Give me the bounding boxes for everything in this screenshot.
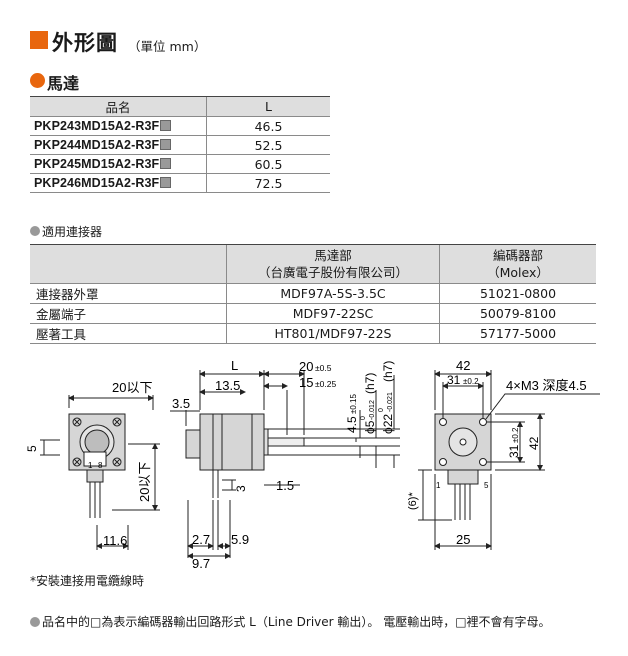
motor-body	[199, 413, 265, 471]
length-value: 72.5	[206, 173, 330, 193]
table-row: 金屬端子 MDF97-22SC 50079-8100	[30, 303, 596, 324]
dim-20: 20	[299, 359, 313, 374]
table-row: PKP246MD15A2-R3F 72.5	[30, 173, 330, 193]
motor-part: MDF97-22SC	[226, 303, 440, 324]
row-label: 連接器外罩	[30, 283, 227, 304]
table-header-row: 馬達部 （台廣電子股份有限公司） 編碼器部 （Molex）	[30, 244, 596, 284]
dim-42: 42	[456, 358, 470, 373]
placeholder-square-icon	[160, 177, 172, 188]
tol-15: ±0.25	[315, 379, 336, 389]
dim-3: 3	[234, 485, 248, 492]
tol-phi5-bottom: -0.012	[369, 400, 376, 420]
dim-11-6: 11.6	[103, 533, 127, 548]
dim-15: 15	[299, 375, 313, 390]
dim-2-7: 2.7	[192, 532, 210, 547]
model-name: PKP244MD15A2-R3F	[34, 138, 160, 152]
encoder-part: 50079-8100	[439, 303, 596, 324]
row-label: 壓著工具	[30, 323, 227, 344]
dimension-drawing: 20以下 5 20以下 11.6 1 8	[25, 358, 600, 571]
dim-31-vertical: 31	[507, 444, 521, 458]
dim-20-below-vertical: 20以下	[137, 462, 152, 502]
dim-3-5: 3.5	[172, 396, 190, 411]
col-header-motor: 馬達部	[314, 248, 352, 263]
pin-label: 8	[98, 461, 103, 470]
motor-part: MDF97A-5S-3.5C	[226, 283, 440, 304]
install-note: *安裝連接用電纜線時	[30, 574, 145, 588]
dim-6: (6)*	[407, 492, 419, 510]
footnote: 品名中的□為表示編碼器輸出回路形式 L（Line Driver 輸出）。 電壓輸…	[42, 615, 551, 629]
dim-42-vertical: 42	[527, 436, 541, 450]
hole-note: 4×M3 深度4.5	[506, 378, 587, 393]
encoder-part: 51021-0800	[439, 283, 596, 304]
placeholder-square-icon	[160, 120, 172, 131]
dim-phi22: ϕ22	[381, 414, 395, 434]
connector-table: 馬達部 （台廣電子股份有限公司） 編碼器部 （Molex） 連接器外罩 MDF97A…	[30, 244, 596, 344]
dim-4-5: 4.5	[345, 416, 359, 433]
dim-5-9: 5.9	[231, 532, 249, 547]
motor-shaft	[267, 437, 305, 447]
connector-section-title: 適用連接器	[42, 225, 103, 239]
placeholder-square-icon	[160, 139, 172, 150]
dim-L: L	[231, 358, 238, 373]
col-header-L: L	[206, 96, 330, 117]
col-header-encoder-maker: （Molex）	[487, 265, 549, 280]
fit-phi22: (h7)	[381, 361, 395, 382]
dim-31: 31	[447, 373, 461, 387]
col-header-encoder: 編碼器部	[492, 248, 543, 263]
dim-9-7: 9.7	[192, 556, 210, 571]
pin-label: 5	[484, 481, 489, 490]
table-row: 壓著工具 HT801/MDF97-22S 57177-5000	[30, 323, 596, 344]
front-connector	[84, 429, 110, 455]
dim-5: 5	[25, 445, 39, 452]
length-value: 46.5	[206, 116, 330, 136]
mounting-hole-icon	[72, 417, 122, 467]
placeholder-square-icon	[160, 158, 172, 169]
rear-view	[418, 370, 600, 550]
section-bullet	[30, 73, 45, 88]
table-row: 連接器外罩 MDF97A-5S-3.5C 51021-0800	[30, 283, 596, 304]
subsection-bullet	[30, 226, 40, 236]
dim-25: 25	[456, 532, 470, 547]
length-value: 60.5	[206, 154, 330, 174]
col-header-blank	[30, 244, 227, 284]
table-row: PKP245MD15A2-R3F 60.5	[30, 154, 330, 174]
model-name: PKP243MD15A2-R3F	[34, 119, 160, 133]
table-row: PKP243MD15A2-R3F 46.5	[30, 116, 330, 136]
motor-section-title: 馬達	[47, 74, 80, 93]
dim-phi5: ϕ5	[363, 420, 377, 434]
tol-31: ±0.2	[463, 377, 479, 386]
model-name: PKP245MD15A2-R3F	[34, 157, 160, 171]
dim-20-below: 20以下	[112, 380, 152, 395]
tol-4-5: ±0.15	[349, 393, 358, 414]
tol-20: ±0.5	[315, 363, 332, 373]
title-marker	[30, 31, 48, 49]
dim-1-5: 1.5	[276, 478, 294, 493]
side-view	[170, 370, 400, 559]
row-label: 金屬端子	[30, 303, 227, 324]
tol-31-vertical: ±0.2	[511, 427, 520, 443]
pin-label: 1	[88, 461, 93, 470]
motor-table: 品名 L PKP243MD15A2-R3F 46.5 PKP244MD15A2-…	[30, 96, 330, 193]
length-value: 52.5	[206, 135, 330, 155]
tol-phi22-bottom: -0.021	[387, 392, 394, 412]
unit-label: （單位 mm）	[128, 39, 207, 54]
tol-phi22-top: 0	[378, 408, 385, 412]
page-title: 外形圖	[52, 31, 118, 55]
model-name: PKP246MD15A2-R3F	[34, 176, 160, 190]
table-row: PKP244MD15A2-R3F 52.5	[30, 135, 330, 155]
encoder-cap	[185, 429, 201, 459]
mounting-hole-icon	[439, 418, 487, 466]
fit-phi5: (h7)	[363, 373, 377, 394]
encoder-part: 57177-5000	[439, 323, 596, 344]
motor-part: HT801/MDF97-22S	[226, 323, 440, 344]
dim-13-5: 13.5	[215, 378, 240, 393]
front-view	[40, 395, 160, 550]
encoder-connector	[83, 451, 107, 467]
tol-phi5-top: 0	[360, 416, 367, 420]
footnote-bullet	[30, 617, 40, 627]
table-header-row: 品名 L	[30, 96, 330, 117]
col-header-name: 品名	[30, 96, 207, 117]
pin-label: 1	[436, 481, 441, 490]
col-header-motor-maker: （台廣電子股份有限公司）	[257, 265, 408, 280]
